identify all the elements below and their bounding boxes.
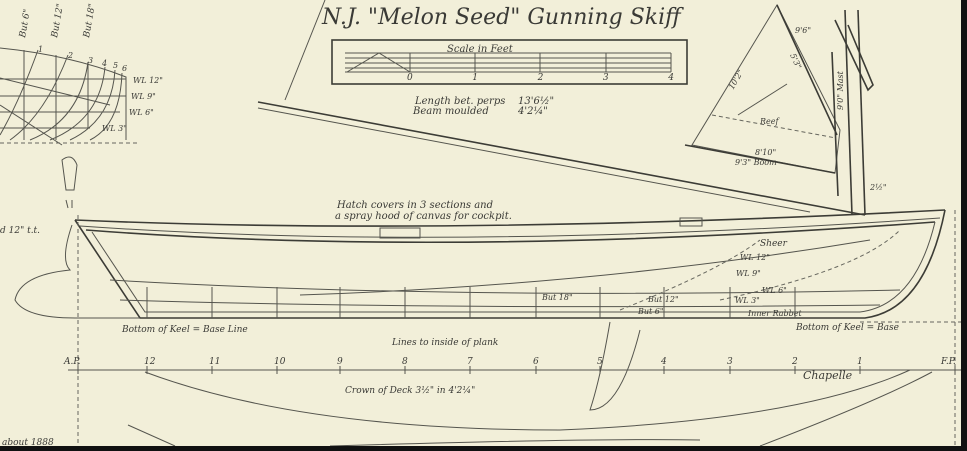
scale-tick-label: 0	[407, 73, 413, 83]
rake-label: 2½"	[869, 183, 887, 192]
fitting-detail	[61, 156, 78, 209]
hull-profile: Hatch covers in 3 sections and a spray h…	[0, 200, 961, 446]
boom-label: 9'3" Boom	[735, 158, 777, 167]
waterline-label: WL 12"	[740, 253, 770, 262]
base-line-label: Bottom of Keel = Base Line	[121, 325, 248, 335]
waterline-label: WL 12"	[133, 76, 163, 85]
station-label: 9	[337, 357, 343, 367]
buttock-label: But 6"	[18, 8, 33, 39]
lines-note: Lines to inside of plank	[391, 338, 498, 348]
scale-tick-label: 1	[472, 73, 478, 83]
sail-dimension: 9'6"	[795, 26, 811, 35]
rabbet-label: Inner Rabbet	[747, 309, 803, 318]
beam-label: Beam moulded	[412, 106, 489, 117]
scale-label: Scale in Feet	[447, 44, 514, 55]
section-label: 1	[38, 45, 43, 54]
waterline-label: WL 9"	[736, 269, 761, 278]
beam-value: 4'2¼"	[517, 106, 548, 117]
station-label: 10	[274, 357, 286, 367]
sheer-label: Sheer	[760, 239, 788, 249]
drawing-title: N.J. "Melon Seed" Gunning Skiff	[321, 5, 684, 30]
date-note: about 1888	[2, 438, 54, 446]
length-label: Length bet. perps	[414, 96, 505, 107]
deck-crown-note: Crown of Deck 3½" in 4'2¼"	[345, 385, 475, 396]
section-label: 3	[88, 56, 93, 65]
station-label: 5	[597, 357, 603, 367]
buttock-label: But 18"	[541, 293, 573, 302]
length-value: 13'6½"	[518, 96, 554, 107]
sail-dimension: 5'3"	[788, 52, 803, 70]
waterline-label: WL 6"	[762, 286, 787, 295]
buttock-label: But 18"	[82, 3, 98, 40]
section-label: 6	[122, 64, 127, 73]
buttock-label: But 12"	[647, 295, 679, 304]
station-label: 2	[791, 357, 798, 367]
waterline-label: WL 6"	[129, 108, 154, 117]
station-label: A.P.	[63, 357, 81, 367]
reef-label: Reef	[759, 117, 780, 126]
station-label: 7	[467, 357, 473, 367]
hatch-note: Hatch covers in 3 sections and	[336, 200, 493, 211]
sail-dimension: 8'10"	[755, 148, 776, 157]
scale-tick-label: 4	[667, 73, 674, 83]
sail-plan: 9'6" 10'2" 5'3" Reef 8'10" 9'3" Boom 9'0…	[257, 0, 887, 216]
section-label: 4	[101, 59, 107, 68]
mast-label: 9'0" Mast	[836, 70, 845, 110]
station-label: 6	[533, 357, 539, 367]
signature: Chapelle	[803, 369, 853, 382]
buttock-label: But 12"	[50, 3, 66, 40]
base-line-label: Bottom of Keel = Base	[795, 323, 899, 333]
half-breadth-plan: A.P. 12 11 10 9 8 7 6 5 4 3 2 1 F.P. Crown of Deck 3½…	[2, 357, 961, 446]
station-label: 8	[402, 357, 408, 367]
waterline-label: WL 3"	[735, 296, 760, 305]
station-label: 3	[727, 357, 733, 367]
buttock-label: But 6"	[637, 307, 664, 316]
body-plan: But 6" But 12" But 18" 1 2 3 4 5 6 WL 12…	[0, 3, 163, 146]
station-label: 4	[660, 357, 667, 367]
scale-tick-label: 2	[537, 73, 544, 83]
station-label: 1	[857, 357, 863, 367]
scale-tick-label: 3	[603, 73, 609, 83]
waterline-label: WL 3"	[102, 124, 127, 133]
station-label: F.P.	[940, 357, 956, 367]
hatch-note: a spray hood of canvas for cockpit.	[335, 211, 512, 222]
section-label: 5	[113, 61, 118, 70]
section-label: 2	[67, 51, 73, 60]
sail-dimension: 10'2"	[727, 68, 745, 91]
station-label: 12	[144, 357, 156, 367]
scale-bar: Scale in Feet 0 1 2 3 4	[331, 39, 688, 85]
waterline-label: WL 9"	[131, 92, 156, 101]
station-label: 11	[209, 357, 220, 367]
left-note: d 12" t.t.	[0, 226, 40, 236]
